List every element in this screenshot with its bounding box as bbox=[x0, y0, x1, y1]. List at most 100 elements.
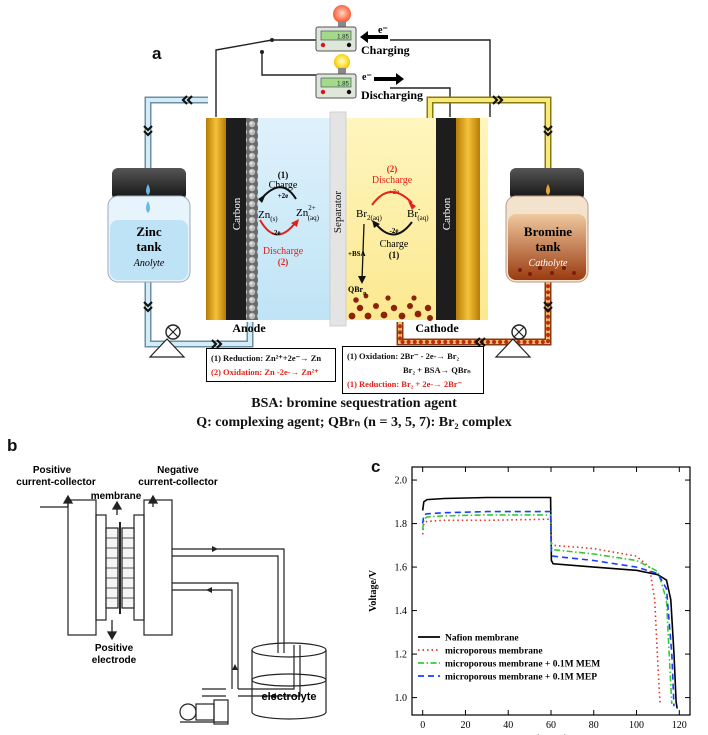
zinc-tank-icon bbox=[107, 168, 191, 283]
cathode-cycle-arrows bbox=[358, 191, 416, 284]
panel-label-c: c bbox=[371, 457, 381, 476]
x-tick-label: 120 bbox=[672, 720, 687, 731]
cathode-reaction-3: (1) Reduction: Br₂ + 2e-→ 2Br⁻ bbox=[347, 379, 463, 389]
discharging-meter-icon bbox=[315, 73, 357, 99]
pump-right-icon bbox=[494, 324, 532, 358]
cathode-reaction-2: Br₂ + BSA→ QBrₙ bbox=[403, 365, 471, 375]
x-tick-label: 80 bbox=[589, 720, 599, 731]
x-tick-label: 20 bbox=[460, 720, 470, 731]
bromine-tank-subtitle: Catholyte bbox=[529, 258, 568, 269]
caption-complex: Q: complexing agent; QBrₙ (n = 3, 5, 7):… bbox=[196, 415, 512, 430]
series-line-3 bbox=[421, 514, 673, 705]
svg-text:Br-(aq): Br-(aq) bbox=[407, 205, 429, 222]
positive-cc-label-2: current-collector bbox=[16, 477, 96, 488]
separator-label: Separator bbox=[332, 191, 344, 233]
svg-text:-2e: -2e bbox=[272, 229, 281, 237]
x-tick-label: 40 bbox=[503, 720, 513, 731]
cathode-cycle-labels: (2) Discharge +2e Br2(aq) Br-(aq) -2e Ch… bbox=[348, 164, 429, 297]
legend-label: microporous membrane bbox=[445, 647, 543, 657]
y-tick-label: 1.2 bbox=[395, 650, 408, 661]
carbon-right-label: Carbon bbox=[441, 197, 453, 230]
svg-text:Discharge: Discharge bbox=[263, 246, 304, 257]
svg-text:Charge: Charge bbox=[380, 239, 409, 250]
svg-text:(2): (2) bbox=[387, 164, 398, 174]
discharging-meter-reading: 1.85 bbox=[337, 82, 349, 88]
discharging-bulb-icon bbox=[334, 54, 350, 74]
anode-reaction-1: (1) Reduction: Zn²⁺+2e⁻→ Zn bbox=[211, 353, 322, 363]
zinc-tank-subtitle: Anolyte bbox=[133, 258, 165, 269]
cathode-reaction-box: (1) Oxidation: 2Br⁻ - 2e-→ Br₂ Br₂ + BSA… bbox=[342, 346, 484, 394]
panel-b-diagram: Positive current-collector membrane Nega… bbox=[16, 465, 327, 725]
flow-arrows bbox=[206, 546, 276, 699]
svg-text:Discharge: Discharge bbox=[372, 175, 413, 186]
pump-left-icon bbox=[148, 324, 186, 358]
charging-label: Charging bbox=[361, 43, 410, 57]
negative-cc-label-1: Negative bbox=[157, 465, 199, 476]
anode-reaction-box: (1) Reduction: Zn²⁺+2e⁻→ Zn (2) Oxidatio… bbox=[206, 348, 336, 382]
series-line-4 bbox=[421, 510, 675, 707]
charging-meter-icon bbox=[315, 26, 357, 52]
battery-cell bbox=[206, 111, 488, 327]
y-axis-label: Voltage/V bbox=[368, 569, 379, 612]
svg-text:Br2(aq): Br2(aq) bbox=[356, 208, 382, 222]
discharging-electron: e⁻ bbox=[362, 72, 372, 83]
x-tick-label: 0 bbox=[420, 720, 425, 731]
bromine-tank-label-2: tank bbox=[535, 239, 561, 254]
anode-cycle-arrows bbox=[258, 186, 299, 236]
series-line-1 bbox=[421, 496, 678, 709]
external-wires bbox=[215, 39, 491, 117]
charging-electron: e⁻ bbox=[378, 25, 388, 36]
label-arrows bbox=[40, 494, 159, 641]
anode-reaction-2: (2) Oxidation: Zn -2e-→ Zn²⁺ bbox=[211, 367, 319, 377]
svg-text:QBrn: QBrn bbox=[348, 285, 367, 297]
svg-text:(1): (1) bbox=[389, 250, 400, 260]
legend-label: microporous membrane + 0.1M MEP bbox=[445, 673, 597, 683]
charging-bulb-icon bbox=[333, 5, 351, 27]
charging-arrow-icon bbox=[360, 31, 388, 43]
series-line-2 bbox=[421, 518, 661, 705]
positive-cc-label-1: Positive bbox=[33, 465, 72, 476]
panel-label-a: a bbox=[152, 44, 162, 63]
legend-label: microporous membrane + 0.1M MEM bbox=[445, 660, 600, 670]
positive-electrode-label-1: Positive bbox=[95, 643, 134, 654]
x-tick-label: 100 bbox=[629, 720, 644, 731]
zinc-tank-label-1: Zinc bbox=[136, 224, 162, 239]
membrane-label: membrane bbox=[91, 491, 142, 502]
zinc-tank-label-2: tank bbox=[136, 239, 162, 254]
svg-text:+BSA: +BSA bbox=[348, 250, 366, 258]
electrolyte-label: electrolyte bbox=[261, 691, 316, 703]
svg-text:Charge: Charge bbox=[269, 180, 298, 191]
anode-label: Anode bbox=[232, 321, 266, 335]
y-tick-label: 1.8 bbox=[395, 519, 408, 530]
caption-bsa: BSA: bromine sequestration agent bbox=[251, 396, 457, 411]
voltage-time-chart: 0204060801001201.01.21.41.61.82.0Time/mi… bbox=[368, 466, 691, 735]
svg-text:(1): (1) bbox=[278, 170, 289, 180]
y-tick-label: 1.4 bbox=[395, 606, 408, 617]
discharging-label: Discharging bbox=[361, 88, 423, 102]
cathode-reaction-1: (1) Oxidation: 2Br⁻ - 2e-→ Br₂ bbox=[347, 351, 460, 361]
charging-meter-reading: 1.85 bbox=[337, 35, 349, 41]
panel-a-diagram: 1.85 e⁻ Charging 1.85 e⁻ Discharging bbox=[107, 5, 589, 358]
panel-label-b: b bbox=[7, 436, 18, 455]
x-tick-label: 60 bbox=[546, 720, 556, 731]
legend-label: Nafion membrane bbox=[445, 634, 519, 644]
svg-text:(2): (2) bbox=[278, 257, 289, 267]
carbon-left-label: Carbon bbox=[231, 197, 243, 230]
negative-cc-label-2: current-collector bbox=[138, 477, 218, 488]
flow-chevrons bbox=[143, 95, 553, 349]
svg-text:+2e: +2e bbox=[278, 192, 289, 200]
anode-cycle-labels: (1) Charge +2e Zn(s) Zn2+(aq) -2e Discha… bbox=[258, 170, 320, 267]
bromine-tank-icon bbox=[505, 168, 589, 283]
y-tick-label: 1.6 bbox=[395, 563, 408, 574]
flow-cell-schematic bbox=[67, 499, 327, 725]
y-tick-label: 2.0 bbox=[395, 476, 408, 487]
svg-text:Zn(s): Zn(s) bbox=[258, 209, 278, 223]
discharging-arrow-icon bbox=[374, 73, 404, 85]
svg-text:-2e: -2e bbox=[390, 227, 399, 235]
svg-text:Zn2+(aq): Zn2+(aq) bbox=[296, 204, 320, 222]
cathode-label: Cathode bbox=[415, 321, 459, 335]
positive-electrode-label-2: electrode bbox=[92, 655, 137, 666]
svg-text:+2e: +2e bbox=[389, 188, 400, 196]
y-tick-label: 1.0 bbox=[395, 693, 408, 704]
bromine-tank-label-1: Bromine bbox=[524, 224, 572, 239]
